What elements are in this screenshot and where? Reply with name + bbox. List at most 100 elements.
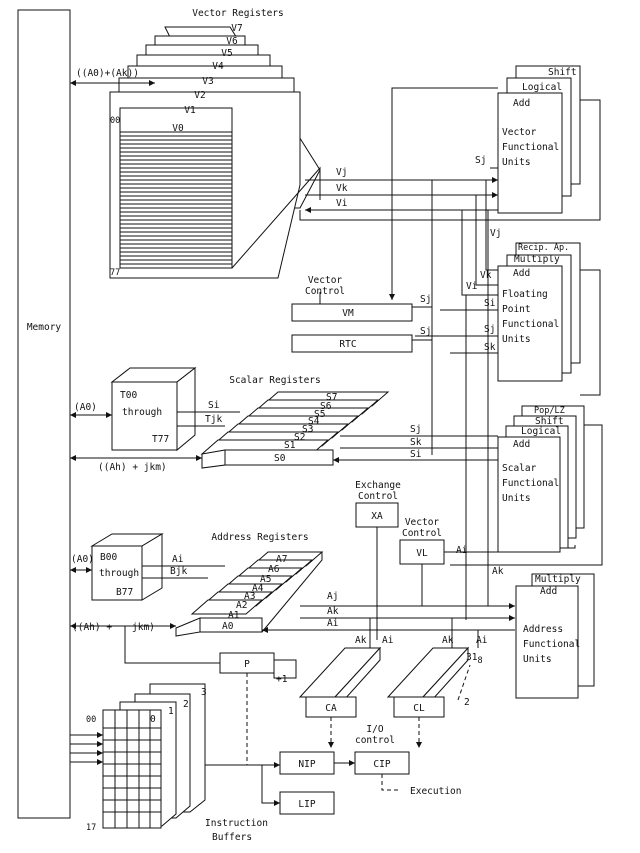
memory-block [17,9,71,819]
sreg-out-sj: Sj [410,424,421,435]
vfu-add: Add [513,98,530,109]
fpu-title-1: Floating [502,289,548,300]
scalar-register-stack [200,391,390,469]
ibuf-index-bottom: 17 [86,823,96,833]
cl-label: CL [413,703,425,714]
address-functional-units [515,573,595,699]
vreg-label-v6: V6 [226,36,238,47]
b-register-cube [90,533,164,601]
vector-register-stack [109,26,321,279]
afu-title-3: Units [523,654,552,665]
b-reg-mid: through [99,568,139,579]
instruction-buffer-stack [102,683,206,829]
sfu-logical: Logical [521,426,561,437]
vfu-logical: Logical [522,82,562,93]
ca-channel-stack [298,646,382,718]
areg-a3: A3 [244,591,255,602]
p-label: P [244,659,250,670]
address-register-stack [175,551,324,637]
fpu-title-4: Units [502,334,531,345]
fpu-in-vi: Vi [466,281,478,292]
fpu-multiply: Multiply [514,254,560,265]
vreg-label-v7: V7 [231,23,242,34]
sfu-title-3: Units [502,493,531,504]
areg-addr: ((Ah) + [72,622,112,633]
fpu-in-sk: Sk [484,342,496,353]
vl-ai: Ai [456,545,468,556]
execution-label: Execution [410,786,461,797]
afu-title-1: Address [523,624,563,635]
vreg-index-bottom: 77 [110,268,120,278]
areg-out-aj: Aj [327,591,338,602]
sreg-s5: S5 [314,409,325,420]
p-inc: +1 [276,674,288,685]
vl-label: VL [416,548,428,559]
sfu-title-1: Scalar [502,463,537,474]
vm-input-sj: Sj [420,294,431,305]
ca-label: CA [325,703,337,714]
cl-ai: Ai [476,635,488,646]
vm-register [291,303,413,322]
rtc-label: RTC [339,339,356,350]
afu-title-2: Functional [523,639,580,650]
v0-element-lines [120,131,232,265]
vreg-label-v3: V3 [202,76,213,87]
ibuf-title-2: Buffers [212,832,252,843]
vreg-label-v0: V0 [172,123,184,134]
vreg-index-top: 00 [110,116,120,126]
fpu-recip: Recip. Ap. [518,243,569,253]
channel-bottom: 2 [464,697,470,708]
cl-channel-stack [386,646,470,718]
ca-ak: Ak [355,635,367,646]
sreg-s3: S3 [302,424,313,435]
sreg-s2: S2 [294,432,305,443]
areg-addr-2: jkm) [132,622,155,633]
fpu-in-sj: Sj [484,324,495,335]
vm-label: VM [342,308,354,319]
memory-label: Memory [27,322,62,333]
vreg-out-vk: Vk [336,183,348,194]
afu-multiply: Multiply [535,574,581,585]
sfu-add: Add [513,439,530,450]
fpu-add: Add [513,268,530,279]
t-reg-tjk: Tjk [205,414,222,425]
b-reg-top: B00 [100,552,117,563]
nip-label: NIP [298,759,315,770]
vl-ak: Ak [492,566,504,577]
t-register-cube [110,366,197,452]
ibuf-index-top: 00 [86,715,96,725]
floating-point-units [497,242,581,382]
areg-a6: A6 [268,564,280,575]
vreg-address-label: ((A0)+(Ak)) [76,68,139,79]
fpu-title-2: Point [502,304,531,315]
sreg-out-sk: Sk [410,437,422,448]
areg-a5: A5 [260,574,271,585]
vreg-out-vi: Vi [336,198,348,209]
cip-label: CIP [373,759,390,770]
areg-a2: A2 [236,600,247,611]
address-registers-title: Address Registers [211,532,308,543]
xa-label: XA [371,511,383,522]
rtc-register [291,334,413,353]
channel-top-subscript: 8 [477,656,482,666]
cl-ak: Ak [442,635,454,646]
rtc-input-sj: Sj [420,326,431,337]
vreg-label-v2: V2 [194,90,205,101]
vector-functional-units [497,65,581,214]
sfu-title-2: Functional [502,478,559,489]
t-reg-top: T00 [120,390,137,401]
areg-a0: A0 [222,621,234,632]
sreg-s1: S1 [284,440,296,451]
t-reg-addr: (A0) [74,402,97,413]
vfu-title-3: Units [502,157,531,168]
b-reg-bottom: B77 [116,587,133,598]
b-reg-addr: (A0) [71,554,94,565]
memory-to-buffer-arrows [70,732,103,765]
vreg-out-vj: Vj [336,167,347,178]
vfu-title-1: Vector [502,127,537,138]
